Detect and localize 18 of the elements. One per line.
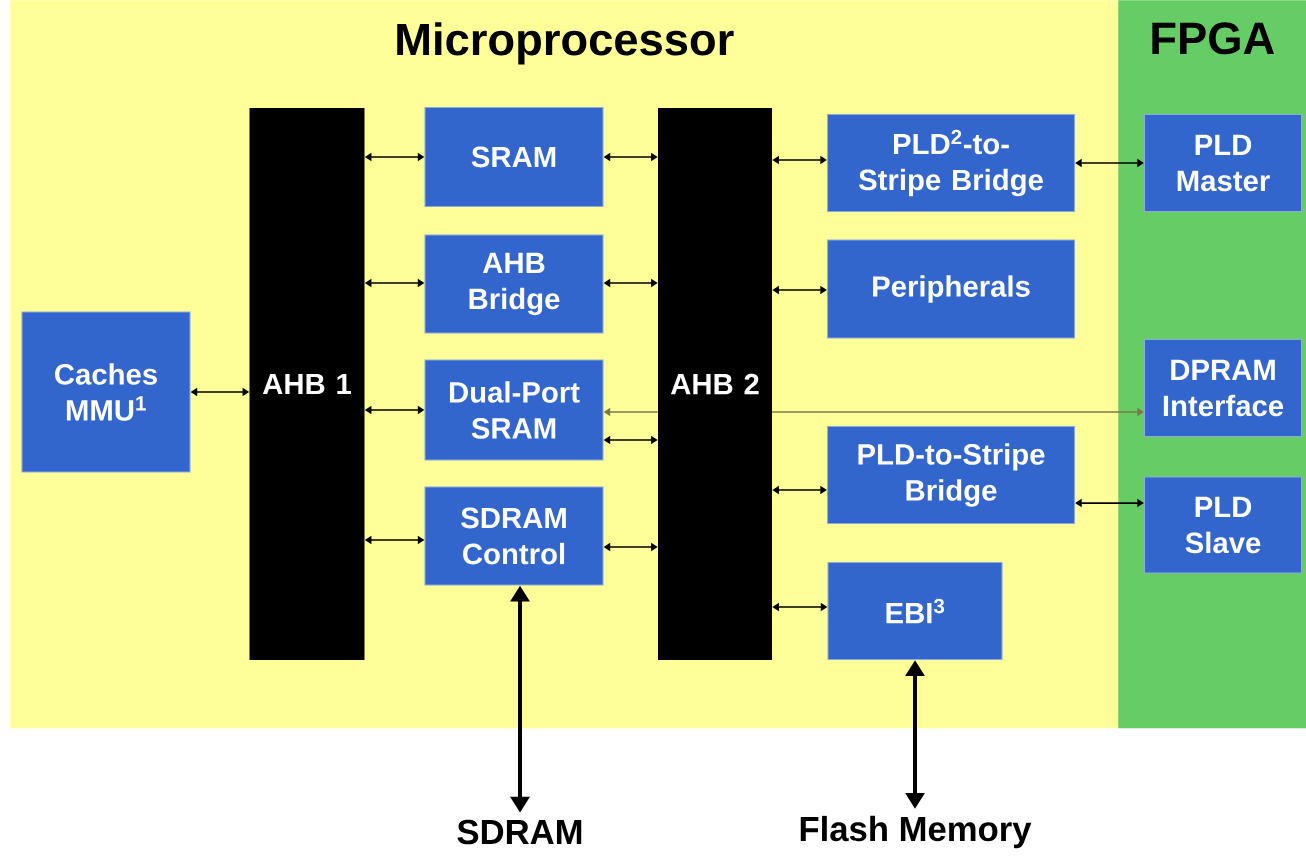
block-box: DPRAM Interface (1143, 338, 1303, 438)
block-box: SDRAM Control (424, 486, 604, 586)
bus-bar: AHB 1 (249, 108, 365, 660)
block-box: Caches MMU$^{1}$ (21, 311, 191, 473)
external-label: SDRAM (457, 819, 582, 845)
bus-bar: AHB 2 (658, 108, 772, 660)
block-box: Dual-Port SRAM (424, 359, 604, 461)
block-box: PLD$^{2}$-to-Stripe Bridge (826, 113, 1076, 213)
block-box: PLD-to-Stripe Bridge (826, 425, 1076, 525)
block-box: PLD Master (1143, 113, 1303, 213)
arrow (1075, 498, 1144, 508)
external-label: Flash Memory (800, 815, 1032, 849)
block-box: Peripherals (826, 239, 1076, 339)
block-box: EBI$^{3}$ (827, 561, 1003, 661)
arrow (1075, 158, 1144, 168)
block-box: PLD Slave (1143, 476, 1303, 574)
block-box: SRAM (424, 106, 604, 208)
block-box: AHB Bridge (424, 234, 604, 334)
